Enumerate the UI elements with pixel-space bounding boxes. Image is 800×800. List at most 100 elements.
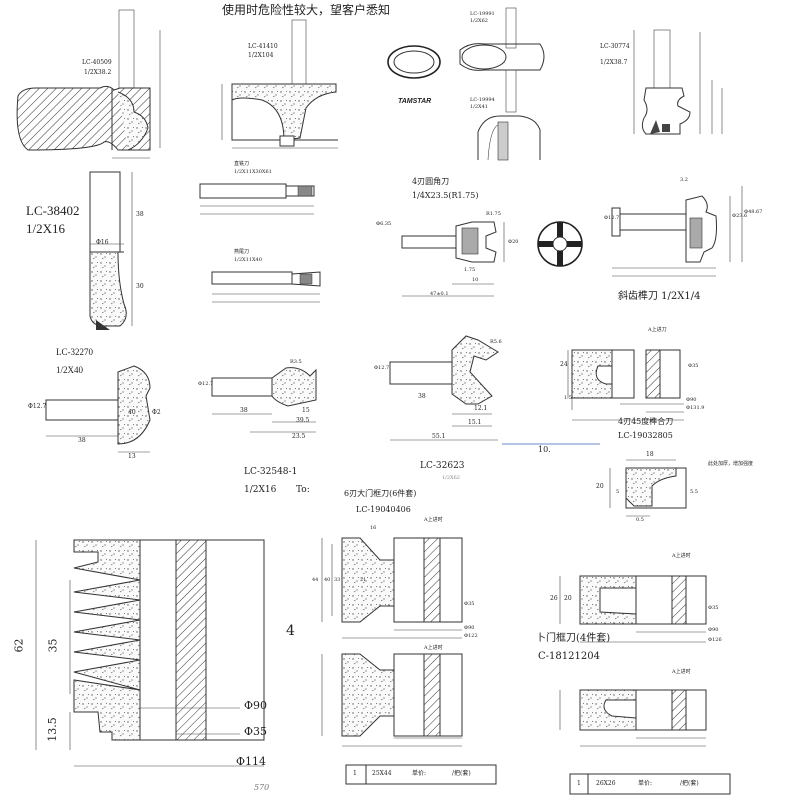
cell-9-d1: Φ12.7 xyxy=(28,403,47,410)
cell-2-model: LC-41410 xyxy=(248,43,278,50)
cell-10-drawing xyxy=(211,367,317,433)
cell-14-h3: 5.5 xyxy=(690,489,698,495)
cell-14-w1: 18 xyxy=(646,451,654,458)
cell-17-drawing xyxy=(321,537,497,785)
cell-12-d1: Φ35 xyxy=(688,363,699,369)
cell-4-model: LC-30774 xyxy=(600,43,630,50)
cell-19-tag-a: A上进时 xyxy=(672,553,691,559)
cell-5-len-a: 38 xyxy=(136,211,144,218)
cell-7-w1: 1.75 xyxy=(464,267,476,273)
cell-10-w2: 15 xyxy=(302,407,310,414)
cell-11-a1: R5.6 xyxy=(490,339,502,345)
cell-14-drawing xyxy=(609,459,687,517)
cell-16-size: 1/2X62 xyxy=(442,475,460,481)
cell-18-d2: Φ35 xyxy=(244,725,268,738)
cell-11-d1: Φ12.7 xyxy=(374,365,390,371)
cell-7-drawing xyxy=(401,221,583,297)
cell-18-d3: Φ114 xyxy=(236,755,267,768)
cell-11-w2: 12.1 xyxy=(474,405,488,412)
cell-4-size: 1/2X38.7 xyxy=(600,59,628,66)
cell-19-drawing xyxy=(559,575,731,795)
cell-15-size: 1/2X16 xyxy=(244,485,277,495)
cell-12-name: 4刃45度榫合刀 xyxy=(618,417,674,426)
cell-8-d3: Φ48.67 xyxy=(744,209,763,215)
cell-19-footer-no: 1 xyxy=(577,780,581,787)
cell-10-w4: 23.5 xyxy=(292,433,306,440)
cell-2-drawing xyxy=(221,19,338,149)
cell-9-d3: Φ2 xyxy=(152,409,161,416)
cell-19-d3: Φ126 xyxy=(708,637,722,643)
cell-8-d2: Φ23.6 xyxy=(732,213,748,219)
cell-7-w2: 10 xyxy=(472,277,479,283)
cell-7-r: R1.75 xyxy=(486,211,501,217)
cell-11-w3: 15.1 xyxy=(468,419,482,426)
warning-header: 使用时危险性较大，望客户悉知 xyxy=(222,3,391,17)
cell-1-size: 1/2X38.2 xyxy=(84,69,112,76)
cell-17-footer-unit: /把(套) xyxy=(452,770,471,777)
cell-5-len-b: 30 xyxy=(136,283,144,290)
cell-10-w3: 39.5 xyxy=(296,417,310,424)
cell-12-tag: A上进刀 xyxy=(648,327,667,333)
cell-3-drawing xyxy=(387,7,545,161)
cell-9-w1: 38 xyxy=(78,437,86,444)
cell-12-d2: Φ90 xyxy=(686,397,697,403)
cell-9-model: LC-32270 xyxy=(56,347,93,357)
cell-17-d3: Φ122 xyxy=(464,633,478,639)
cell-5-model: LC-38402 xyxy=(26,203,80,218)
cell-4-drawing xyxy=(633,29,723,135)
cell-19-h1: 26 xyxy=(550,595,558,602)
cell-17-h4: 21 xyxy=(360,577,367,583)
cell-17-tag-a: A上进时 xyxy=(424,517,443,523)
cell-17-model: LC-19040406 xyxy=(356,505,411,514)
cell-3-model-a: LC-19991 xyxy=(470,11,495,17)
cell-18-h1: 62 xyxy=(12,638,26,653)
cell-8-d1: Φ12.7 xyxy=(604,215,620,221)
cell-17-w1: 16 xyxy=(370,525,377,531)
cell-5-size: 1/2X16 xyxy=(26,221,65,236)
cell-8-drawing xyxy=(611,186,743,277)
cell-17-footer-size: 25X44 xyxy=(372,770,392,777)
cell-11-drawing xyxy=(389,335,499,441)
cell-17-h3: 33 xyxy=(334,577,341,583)
cell-14-w2: 0.5 xyxy=(636,517,644,523)
cell-10-d1: Φ12.7 xyxy=(198,381,214,387)
cell-19-tag-b: A上进时 xyxy=(672,669,691,675)
cell-9-drawing xyxy=(45,365,151,453)
cell-7-title: 4刃圆角刀 xyxy=(412,177,450,186)
cell-17-d1: Φ35 xyxy=(464,601,475,607)
cell-18-h2: 35 xyxy=(46,638,60,653)
cell-9-size: 1/2X40 xyxy=(56,365,83,375)
cell-2-size: 1/2X104 xyxy=(248,52,274,59)
cell-14-h2: 5 xyxy=(616,489,620,495)
cell-6-spec-b: 1/2X11X40 xyxy=(234,257,262,263)
cell-19-title: 卜门框刀(4件套) xyxy=(536,633,611,644)
cell-10-a1: R3.5 xyxy=(290,359,302,365)
cell-7-d1: Φ6.35 xyxy=(376,221,392,227)
cell-18-page: 4 xyxy=(286,623,295,639)
cell-7-spec: 1/4X23.5(R1.75) xyxy=(412,191,479,200)
cell-17-h1: 44 xyxy=(312,577,319,583)
cell-17-title: 6刃大门框刀(6件套) xyxy=(344,489,417,498)
cell-19-footer-unit: /把(套) xyxy=(680,780,699,787)
cell-12-model: LC-19032805 xyxy=(618,431,673,440)
cell-15-model: LC-32548-1 xyxy=(244,467,298,477)
cell-12-h1: 24 xyxy=(560,361,568,368)
cell-5-drawing xyxy=(89,171,133,330)
cell-9-w2: 13 xyxy=(128,453,136,460)
cell-19-h2: 20 xyxy=(564,595,572,602)
cell-8-name: 斜齿榫刀 1/2X1/4 xyxy=(618,291,701,302)
cell-11-w1: 38 xyxy=(418,393,426,400)
cell-18-h3: 13.5 xyxy=(45,717,59,742)
cell-6-drawing xyxy=(199,183,321,303)
cell-19-footer-size: 26X26 xyxy=(596,780,616,787)
cell-19-footer-price: 单价: xyxy=(638,780,653,787)
cell-15-to: To: xyxy=(296,485,310,495)
cell-14-h1: 20 xyxy=(596,483,604,490)
cell-17-tag-b: A上进时 xyxy=(424,645,443,651)
cell-17-footer-price: 单价: xyxy=(412,770,427,777)
cell-6-name-b: 燕尾刀 xyxy=(234,249,250,255)
cell-9-d2: 40 xyxy=(128,409,136,416)
cell-14-note: 此处加厚，增加强度 xyxy=(708,461,754,467)
cell-1-drawing xyxy=(16,9,161,159)
